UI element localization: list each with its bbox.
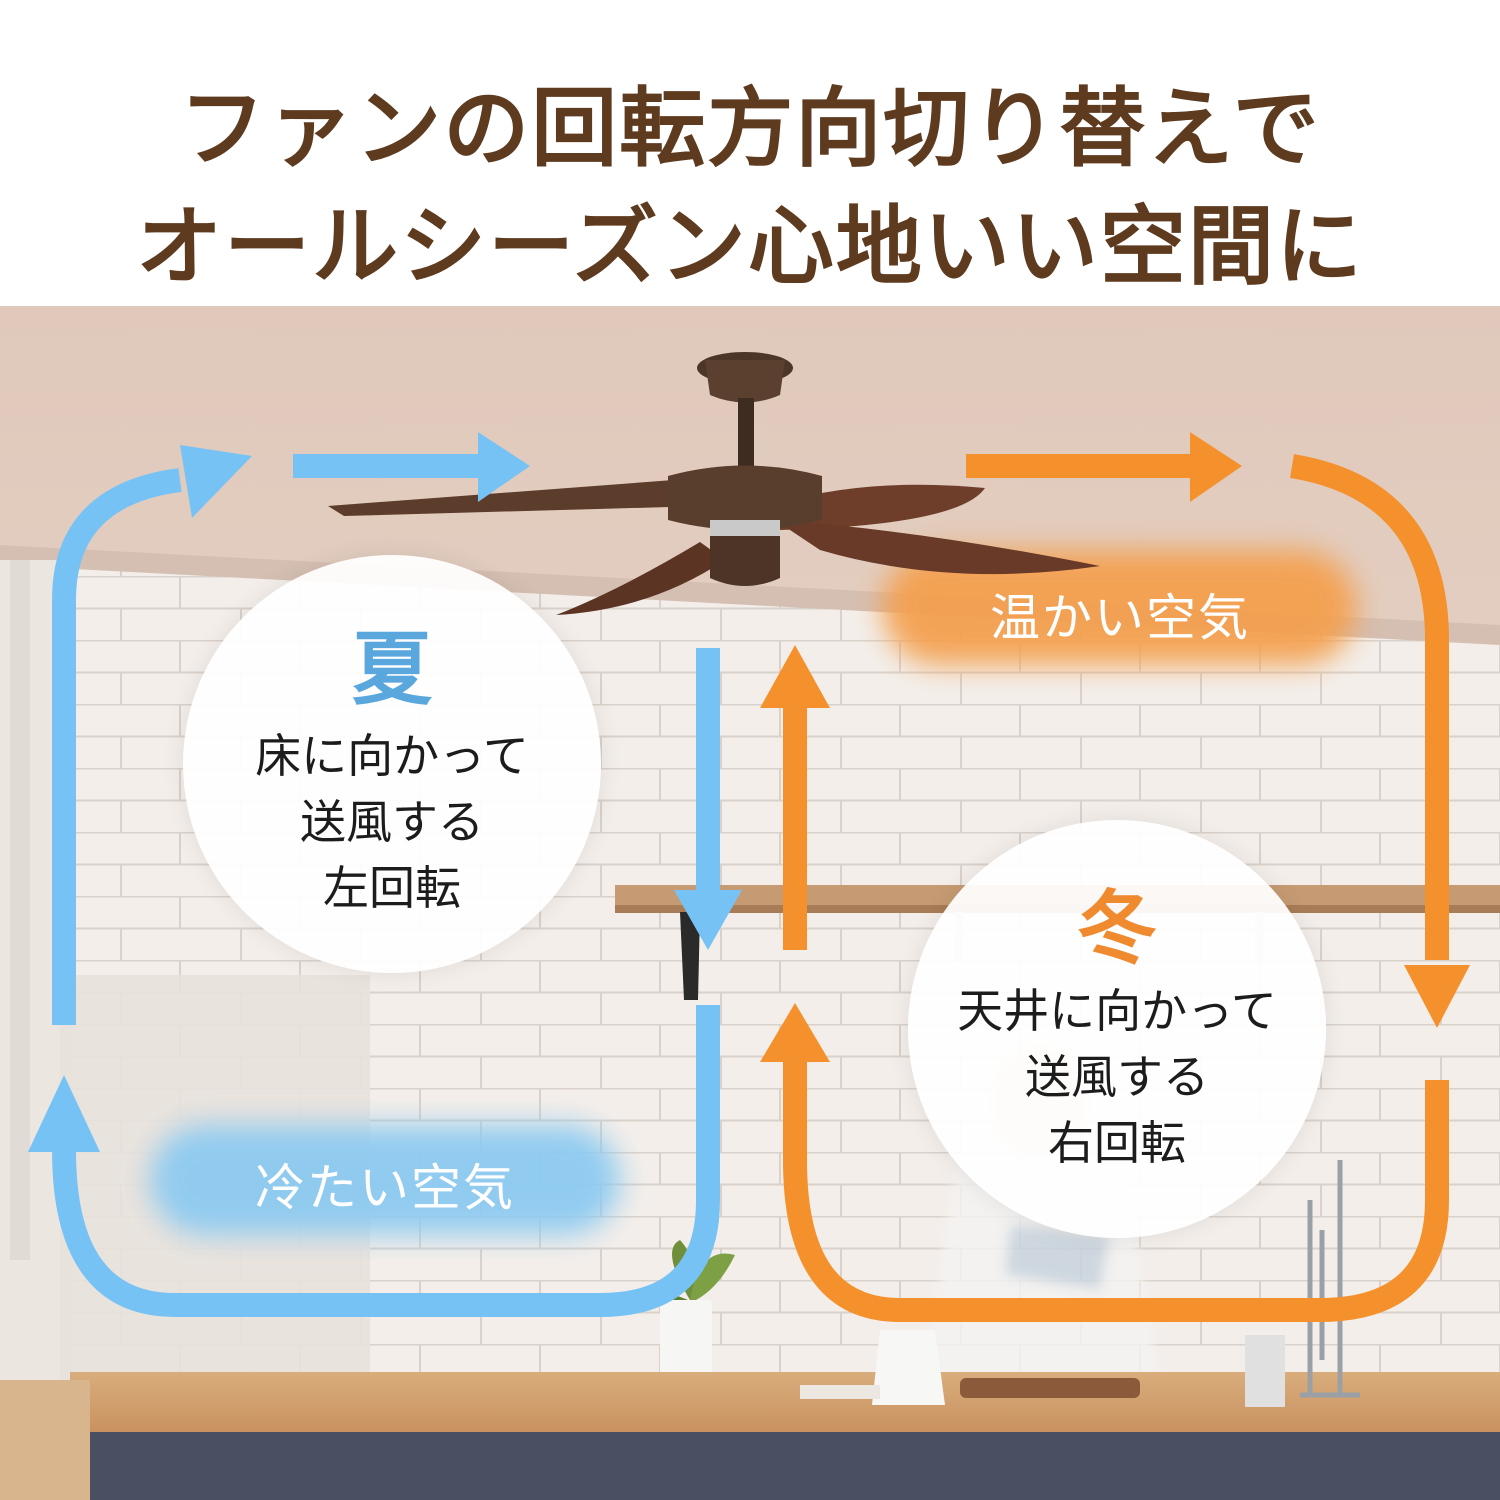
winter-mode-bubble: 冬 天井に向かって 送風する 右回転 xyxy=(908,820,1326,1238)
summer-season-label: 夏 xyxy=(352,623,432,716)
summer-line-1: 床に向かって xyxy=(255,729,529,783)
summer-airflow-arrows[interactable] xyxy=(52,454,720,1317)
cold-air-label: 冷たい空気 xyxy=(255,1159,515,1217)
winter-season-label: 冬 xyxy=(1077,882,1157,975)
warm-air-glow xyxy=(882,550,1357,665)
headline: ファンの回転方向切り替えで オールシーズン心地いい空間に xyxy=(0,70,1500,306)
winter-description: 天井に向かって 送風する 右回転 xyxy=(908,978,1326,1176)
summer-mode-bubble: 夏 床に向かって 送風する 左回転 xyxy=(183,555,601,973)
winter-line-1: 天井に向かって xyxy=(957,984,1277,1038)
headline-line-1: ファンの回転方向切り替えで xyxy=(179,79,1321,179)
winter-line-3: 右回転 xyxy=(1048,1116,1186,1170)
headline-line-2: オールシーズン心地いい空間に xyxy=(136,197,1364,297)
summer-line-3: 左回転 xyxy=(323,861,461,915)
cold-air-glow xyxy=(150,1125,620,1235)
pitcher xyxy=(872,1330,945,1405)
ceiling-fan xyxy=(328,352,1100,615)
summer-line-2: 送風する xyxy=(300,795,484,849)
winter-line-2: 送風する xyxy=(1025,1050,1209,1104)
summer-description: 床に向かって 送風する 左回転 xyxy=(183,723,601,921)
warm-air-label: 温かい空気 xyxy=(990,589,1250,647)
winter-airflow-arrows[interactable] xyxy=(783,454,1449,1322)
utensil-rack xyxy=(1300,1160,1360,1398)
